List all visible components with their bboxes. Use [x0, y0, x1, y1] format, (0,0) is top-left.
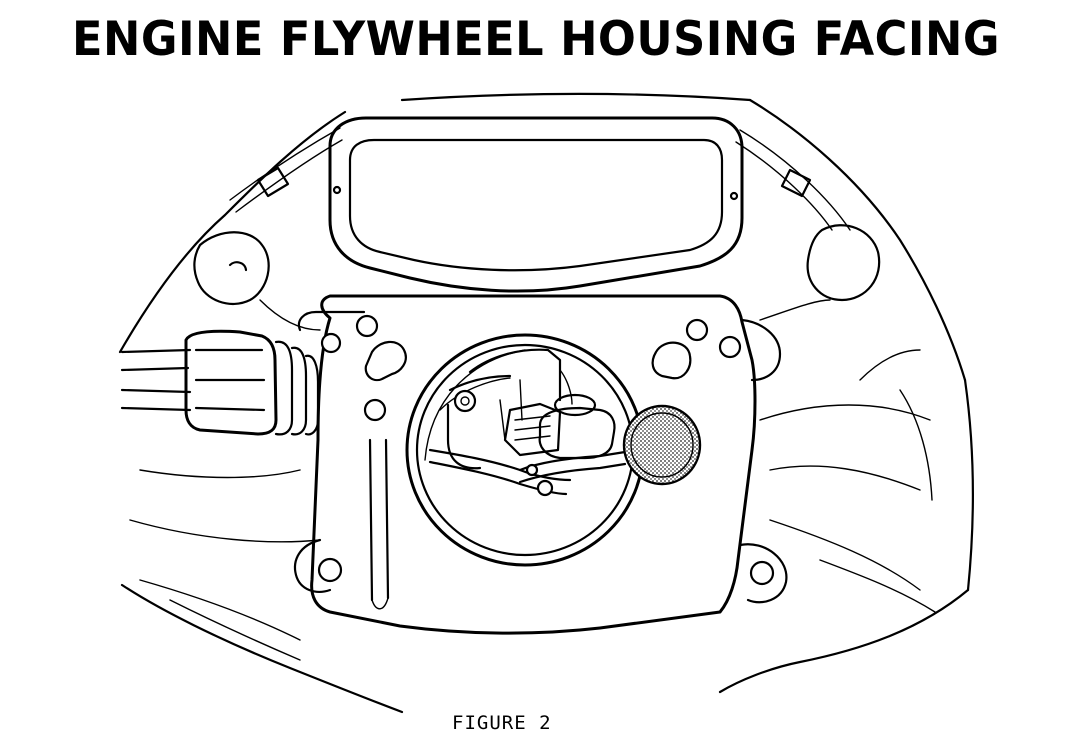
bellows-boot	[120, 329, 320, 436]
housing-outline	[118, 92, 975, 714]
adapter-plate	[293, 294, 788, 635]
page-title: ENGINE FLYWHEEL HOUSING FACING	[71, 12, 1000, 67]
center-bore	[405, 333, 645, 567]
fuel-pump-assembly	[428, 348, 702, 497]
inspection-window	[328, 116, 744, 293]
figure-caption: FIGURE 2	[452, 712, 552, 734]
